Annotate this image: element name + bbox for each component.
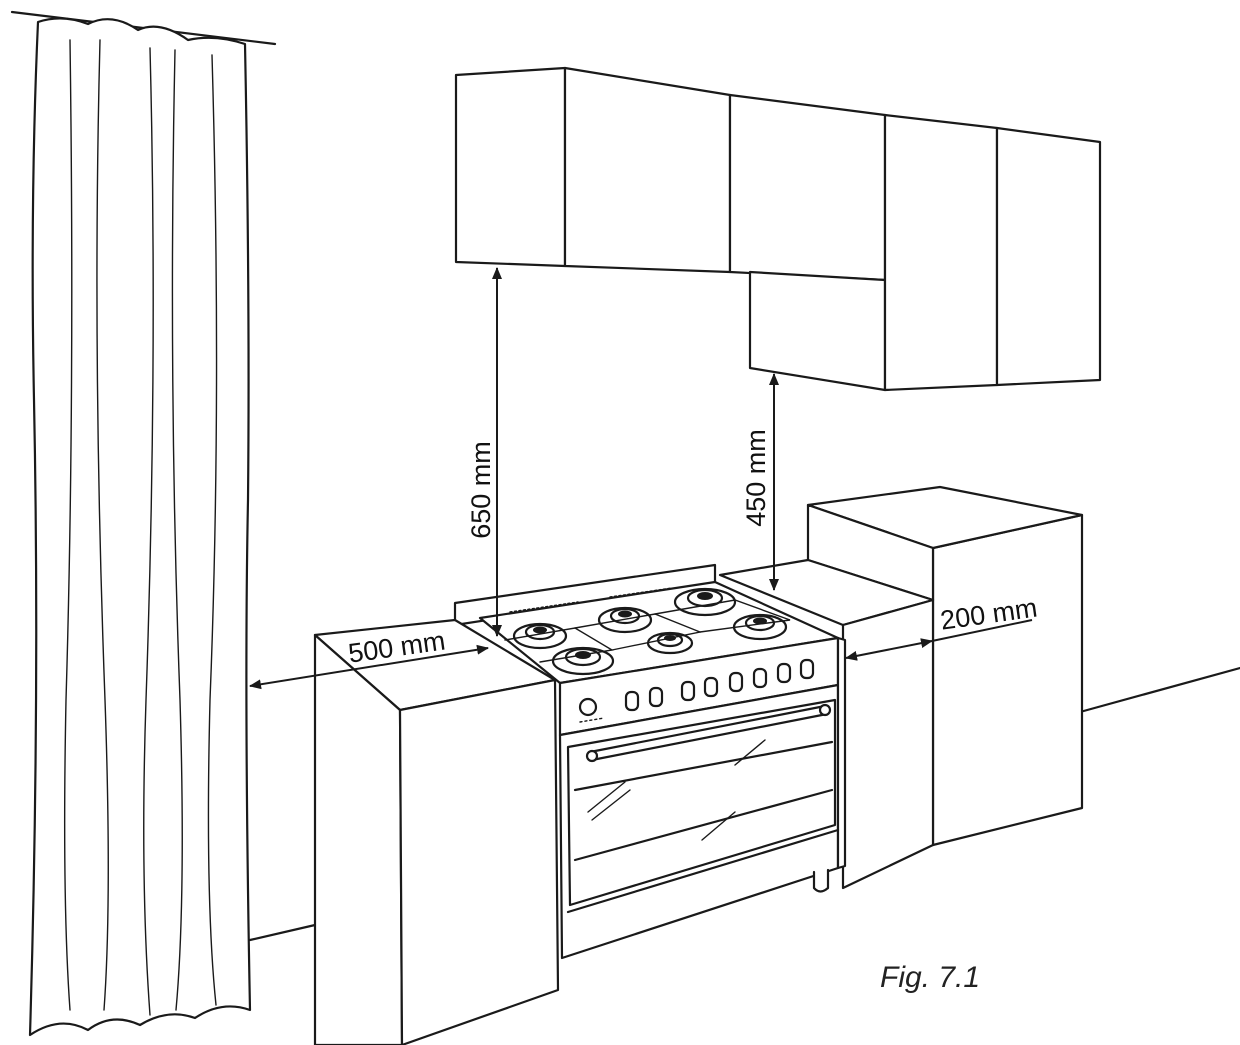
- floor-lines: [248, 666, 1240, 942]
- right-base-cabinet: [718, 485, 1084, 890]
- dimension-lines: [249, 267, 1033, 690]
- burner: [551, 646, 615, 676]
- control-knobs: [578, 658, 815, 723]
- burners: [504, 587, 791, 676]
- knob: [624, 686, 664, 712]
- burner: [512, 622, 568, 650]
- knob: [728, 667, 768, 693]
- knob: [680, 676, 719, 702]
- burner: [646, 631, 694, 655]
- knob: [776, 658, 815, 684]
- label-650mm: 650 mm: [466, 441, 496, 539]
- label-450mm: 450 mm: [741, 429, 771, 527]
- curtain: [10, 10, 277, 1037]
- upper-cabinets: [454, 66, 1102, 392]
- burner: [597, 606, 653, 634]
- figure-caption: Fig. 7.1: [880, 961, 980, 994]
- left-base-cabinet: [313, 618, 560, 1045]
